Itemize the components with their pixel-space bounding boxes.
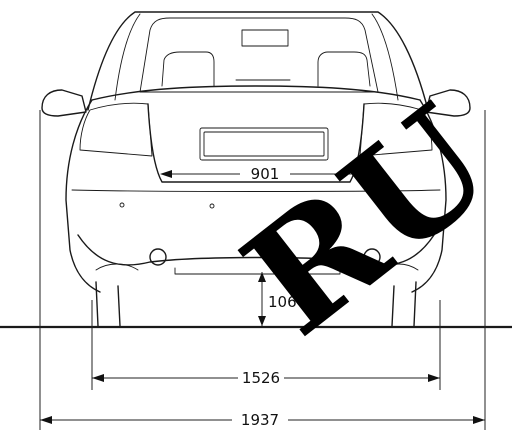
watermark-text: RU (213, 73, 512, 369)
sensor-4 (402, 201, 408, 207)
tail-light-right (359, 102, 433, 157)
mirror-left (41, 89, 87, 117)
dimension-plate-width: 901 (160, 165, 374, 183)
mirror-right (425, 89, 471, 117)
trunk-lid (91, 85, 421, 101)
lower-bumper (77, 234, 435, 266)
dimension-track-width: 1526 (92, 369, 440, 387)
headrest-right (317, 51, 371, 87)
dimension-ground-clearance: 106 (258, 272, 297, 326)
license-plate (199, 127, 329, 161)
dimension-overall-width: 1937 (40, 411, 485, 429)
body-side-left (65, 99, 101, 293)
plate-recess (147, 103, 365, 183)
tire-left (95, 281, 121, 327)
tire-right (391, 281, 417, 327)
roof-outline (87, 11, 429, 111)
wheel-arch-right (379, 263, 419, 271)
body-side-right (411, 99, 447, 293)
headrest-left (161, 51, 215, 87)
dim-label-ground-clearance: 106 (268, 293, 297, 311)
sensor-3 (311, 203, 317, 209)
dim-label-plate-width: 901 (251, 165, 280, 183)
tail-light-left (79, 102, 153, 157)
dim-label-track-width: 1526 (242, 369, 280, 387)
brake-light (241, 29, 289, 47)
exhaust-left (149, 248, 167, 266)
car-body (41, 11, 471, 327)
sensor-1 (119, 202, 125, 208)
c-pillar-left (114, 13, 141, 101)
rear-window (139, 17, 379, 93)
wheel-arch-left (95, 263, 139, 271)
dim-label-overall-width: 1937 (241, 411, 279, 429)
bumper-line (71, 189, 441, 192)
exhaust-right (363, 248, 381, 266)
c-pillar-right (371, 13, 399, 101)
watermark: RU (213, 73, 512, 369)
sensor-2 (209, 203, 215, 209)
